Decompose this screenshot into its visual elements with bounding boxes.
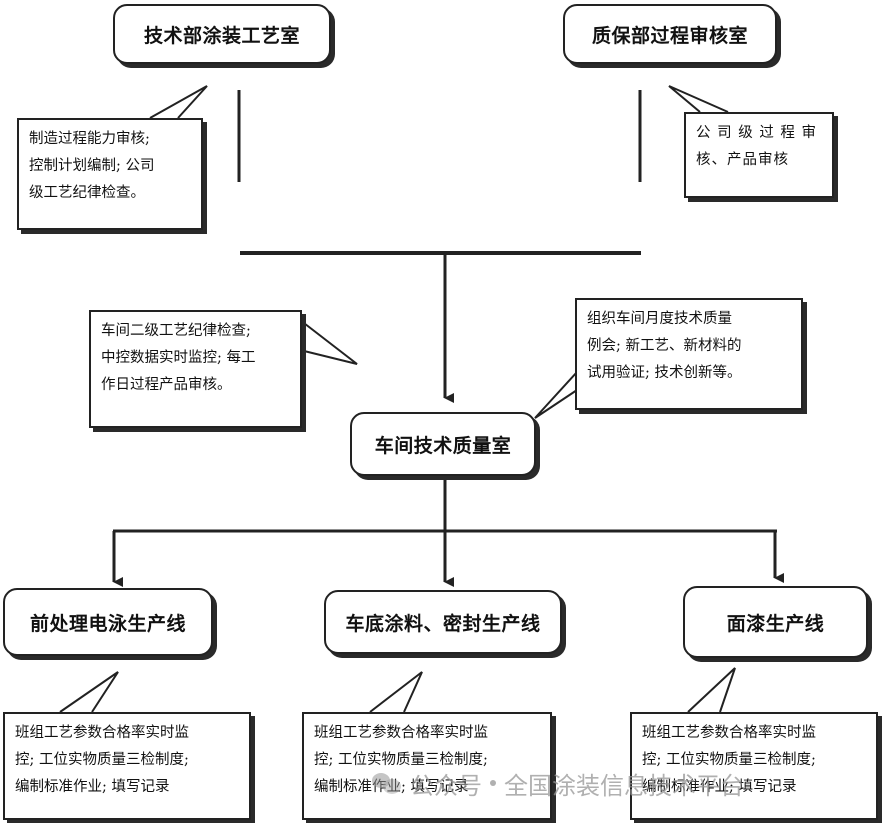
note-line: 组织车间月度技术质量 xyxy=(587,311,732,327)
watermark-account: 公众号 xyxy=(410,771,482,800)
callout-tail-line-left xyxy=(59,671,119,713)
underbody-line-note: 班组工艺参数合格率实时监 控; 工位实物质量三检制度; 编制标准作业; 填写记录 xyxy=(302,712,552,820)
wechat-icon xyxy=(372,771,402,795)
note-line: 制造过程能力审核; xyxy=(29,131,150,147)
watermark-name: 全国涂装信息技术平台 xyxy=(504,771,744,800)
pretreatment-line-box: 前处理电泳生产线 xyxy=(3,588,213,656)
note-line: 核、产品审核 xyxy=(696,152,789,168)
note-line: 车间二级工艺纪律检查; xyxy=(101,323,251,339)
workshop-left-note: 车间二级工艺纪律检查; 中控数据实时监控; 每工 作日过程产品审核。 xyxy=(89,310,302,428)
callout-tail-workshop-left xyxy=(299,319,358,365)
note-line: 作日过程产品审核。 xyxy=(101,377,232,393)
note-line: 控制计划编制; 公司 xyxy=(29,158,155,174)
separator-dot-icon xyxy=(490,780,496,786)
callout-tail-line-mid xyxy=(369,671,423,713)
qa-process-audit-note: 公 司 级 过 程 审 核、产品审核 xyxy=(684,112,834,198)
note-line: 中控数据实时监控; 每工 xyxy=(101,350,256,366)
callout-tail-workshop-right xyxy=(534,371,578,419)
note-line: 编制标准作业; 填写记录 xyxy=(15,779,170,795)
note-line: 班组工艺参数合格率实时监 xyxy=(314,725,488,741)
callout-tail-line-right xyxy=(687,667,736,713)
note-line: 公 司 级 过 程 审 xyxy=(696,125,818,141)
workshop-quality-box: 车间技术质量室 xyxy=(350,412,536,476)
coating-office-box: 技术部涂装工艺室 xyxy=(113,4,331,64)
callout-tail-qa xyxy=(668,85,729,113)
note-line: 控; 工位实物质量三检制度; xyxy=(15,752,189,768)
topcoat-line-note: 班组工艺参数合格率实时监 控; 工位实物质量三检制度; 编制标准作业; 填写记录 xyxy=(630,712,878,820)
note-line: 控; 工位实物质量三检制度; xyxy=(642,752,816,768)
note-line: 编制标准作业; 填写记录 xyxy=(314,779,469,795)
callout-tail-coating-office xyxy=(149,85,208,119)
note-line: 例会; 新工艺、新材料的 xyxy=(587,338,742,354)
underbody-line-box: 车底涂料、密封生产线 xyxy=(324,590,562,654)
watermark: 公众号 全国涂装信息技术平台 xyxy=(372,768,744,800)
note-line: 级工艺纪律检查。 xyxy=(29,185,145,201)
coating-office-note: 制造过程能力审核; 控制计划编制; 公司 级工艺纪律检查。 xyxy=(17,118,203,230)
workshop-right-note: 组织车间月度技术质量 例会; 新工艺、新材料的 试用验证; 技术创新等。 xyxy=(575,298,803,410)
note-line: 控; 工位实物质量三检制度; xyxy=(314,752,488,768)
pretreatment-line-note: 班组工艺参数合格率实时监 控; 工位实物质量三检制度; 编制标准作业; 填写记录 xyxy=(3,712,251,820)
note-line: 班组工艺参数合格率实时监 xyxy=(15,725,189,741)
note-line: 编制标准作业; 填写记录 xyxy=(642,779,797,795)
topcoat-line-box: 面漆生产线 xyxy=(683,586,868,658)
note-line: 班组工艺参数合格率实时监 xyxy=(642,725,816,741)
note-line: 试用验证; 技术创新等。 xyxy=(587,365,742,381)
qa-process-audit-box: 质保部过程审核室 xyxy=(563,4,777,64)
